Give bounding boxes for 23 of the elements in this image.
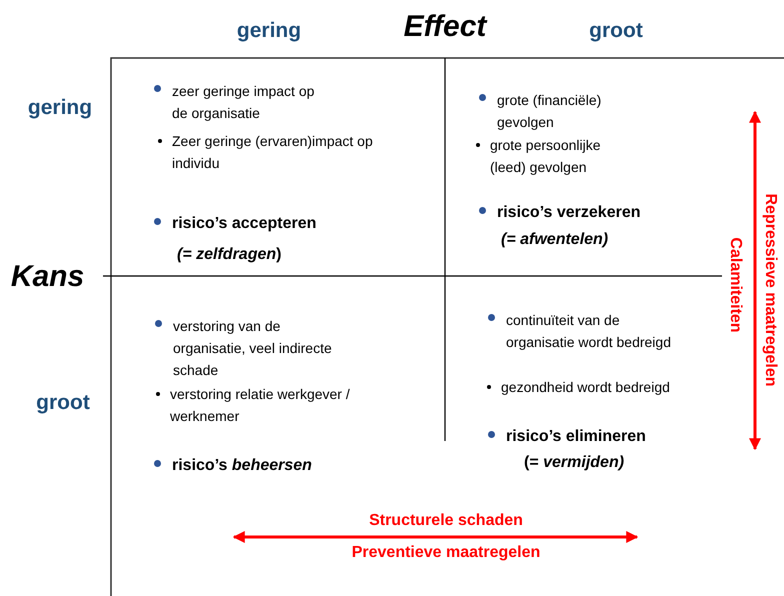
bullet-text: risico’s accepteren [172, 214, 318, 234]
bullet-text: grote persoonlijke (leed) gevolgen [490, 136, 602, 177]
bullet-text: risico’s beheersen [172, 456, 313, 476]
axis-title: Kans [10, 260, 86, 294]
bullet-text: Zeer geringe (ervaren)impact op individu [172, 132, 374, 173]
column-header: gering [236, 18, 302, 44]
bullet-text: verstoring relatie werkgever / werknemer [170, 385, 351, 426]
row-header: gering [26, 95, 94, 121]
arrow-label: Preventieve maatregelen [350, 543, 542, 563]
note-text: (= vermijden) [524, 453, 626, 473]
note-text: (= zelfdragen) [177, 245, 282, 265]
arrow-label: Calamiteiten [726, 237, 745, 333]
arrow-label: Repressieve maatregelen [761, 194, 780, 386]
bullet-text: gezondheid wordt bedreigd [501, 378, 671, 397]
bullet-text: continuïteit van de organisatie wordt bedreigd [506, 311, 672, 352]
arrow-label: Structurele schaden [368, 511, 524, 531]
bullet-text: risico’s elimineren [506, 427, 647, 447]
row-header: groot [35, 390, 91, 416]
column-header: groot [588, 18, 644, 44]
bullet-text: zeer geringe impact op de organisatie [172, 82, 316, 123]
axis-title: Effect [402, 10, 488, 44]
note-text: (= afwentelen) [501, 230, 610, 250]
bullet-text: risico’s verzekeren [497, 203, 642, 223]
